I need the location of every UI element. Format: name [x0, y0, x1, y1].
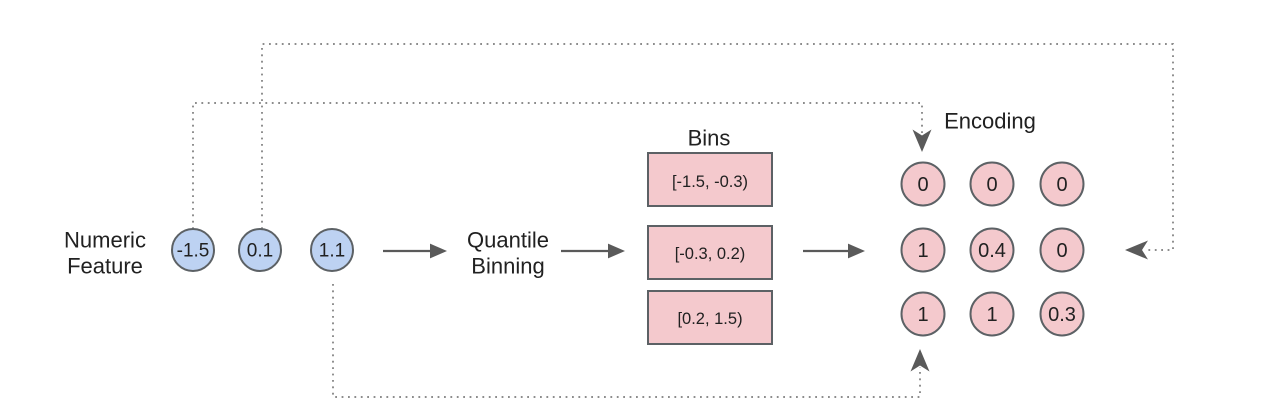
input-circle	[238, 228, 282, 272]
bin-boxes	[647, 152, 773, 345]
input-value: 1.1	[319, 241, 345, 262]
input-value: 0.1	[247, 241, 273, 262]
flow-arrowhead-icon	[430, 243, 447, 259]
process-label: Binning	[471, 254, 544, 279]
encoding-cell	[900, 161, 946, 207]
bin-range: [-1.5, -0.3)	[672, 173, 748, 191]
bin-box	[647, 290, 773, 345]
encoding-cell	[969, 161, 1015, 207]
dotted-arrowhead-left-icon	[1125, 240, 1148, 260]
dotted-connector-last-value	[332, 284, 921, 398]
numeric-feature-label: Feature	[67, 254, 143, 279]
encoding-cell	[1039, 291, 1085, 337]
numeric-feature-label: Numeric	[64, 228, 146, 253]
dotted-arrowhead-up-icon	[910, 349, 930, 372]
encoding-cell	[969, 291, 1015, 337]
bin-box	[647, 225, 773, 280]
encoding-value: 0	[1056, 174, 1067, 196]
dotted-arrowhead-down-icon	[912, 129, 932, 152]
input-circles	[171, 228, 354, 272]
bin-range: [0.2, 1.5)	[677, 310, 742, 328]
dotted-connectors	[192, 43, 1174, 398]
encoding-value: 0	[986, 174, 997, 196]
encoding-value: 0.3	[1048, 304, 1076, 326]
flow-arrowhead-icon	[608, 243, 625, 259]
encoding-cell	[1039, 161, 1085, 207]
bin-range: [-0.3, 0.2)	[675, 245, 746, 263]
encoding-cell	[1039, 227, 1085, 273]
encoding-title: Encoding	[944, 109, 1036, 134]
encoding-cell	[969, 227, 1015, 273]
encoding-grid	[900, 161, 1085, 337]
encoding-cell	[900, 291, 946, 337]
input-circle	[310, 228, 354, 272]
encoding-value: 0	[1056, 240, 1067, 262]
dotted-connector-middle-value	[261, 43, 1174, 251]
input-value: -1.5	[177, 241, 210, 262]
flow-arrowhead-icon	[848, 243, 865, 259]
encoding-value: 0.4	[978, 240, 1006, 262]
dotted-connector-first-value	[192, 102, 923, 229]
encoding-value: 1	[986, 304, 997, 326]
encoding-value: 1	[917, 304, 928, 326]
diagram-texts: Numeric Feature -1.5 0.1 1.1 Quantile Bi…	[64, 109, 1076, 328]
encoding-value: 0	[917, 174, 928, 196]
encoding-value: 1	[917, 240, 928, 262]
encoding-cell	[900, 227, 946, 273]
flow-arrows	[383, 243, 865, 259]
input-circle	[171, 228, 215, 272]
dotted-arrowheads	[910, 129, 1148, 372]
bins-title: Bins	[688, 126, 731, 151]
process-label: Quantile	[467, 228, 549, 253]
bin-box	[647, 152, 773, 207]
